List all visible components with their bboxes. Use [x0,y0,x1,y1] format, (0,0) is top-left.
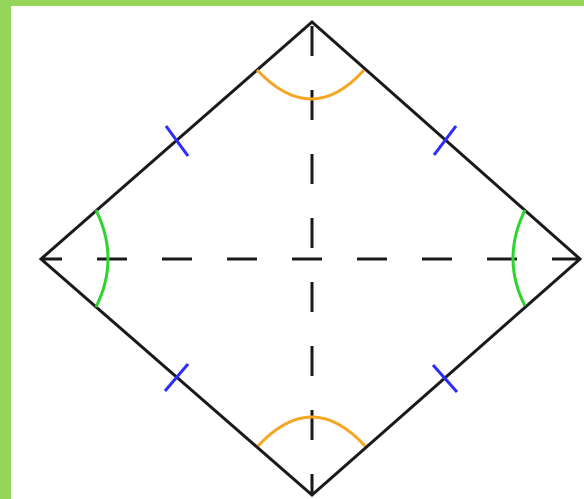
frame-border-top [0,0,584,6]
side-tick-top-right [432,125,458,156]
angle-arc-bottom [256,415,367,448]
angle-arc-right [511,209,527,307]
side-tick-bottom-left [163,363,190,392]
side-tick-top-left [164,125,190,157]
angle-arc-top [255,68,366,101]
angle-arc-left [94,209,110,308]
side-tick-bottom-right [431,364,459,393]
frame-border-left [0,0,11,499]
